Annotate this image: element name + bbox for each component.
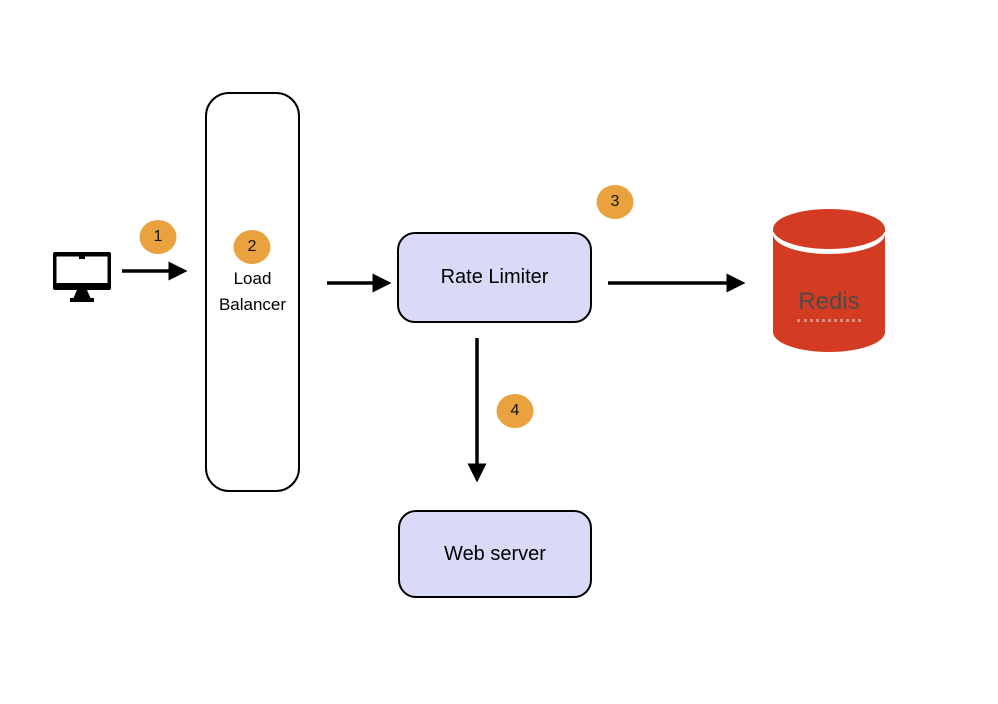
redis-database-icon — [773, 209, 885, 352]
node-web-server: Web server — [398, 510, 592, 598]
node-rate-limiter: Rate Limiter — [397, 232, 592, 323]
redis-label-wrap: Redis — [772, 288, 886, 322]
redis-label: Redis — [797, 288, 861, 322]
step-badge-3: 3 — [596, 185, 634, 219]
step-badge-1: 1 — [139, 220, 177, 254]
rate-limiter-label: Rate Limiter — [440, 266, 549, 288]
step-badge-2: 2 — [233, 230, 271, 264]
web-server-label: Web server — [444, 542, 546, 565]
node-load-balancer: Load Balancer — [205, 92, 300, 492]
monitor-icon — [53, 252, 111, 302]
step-badge-4: 4 — [496, 394, 534, 428]
load-balancer-label: Load Balancer — [218, 269, 287, 314]
